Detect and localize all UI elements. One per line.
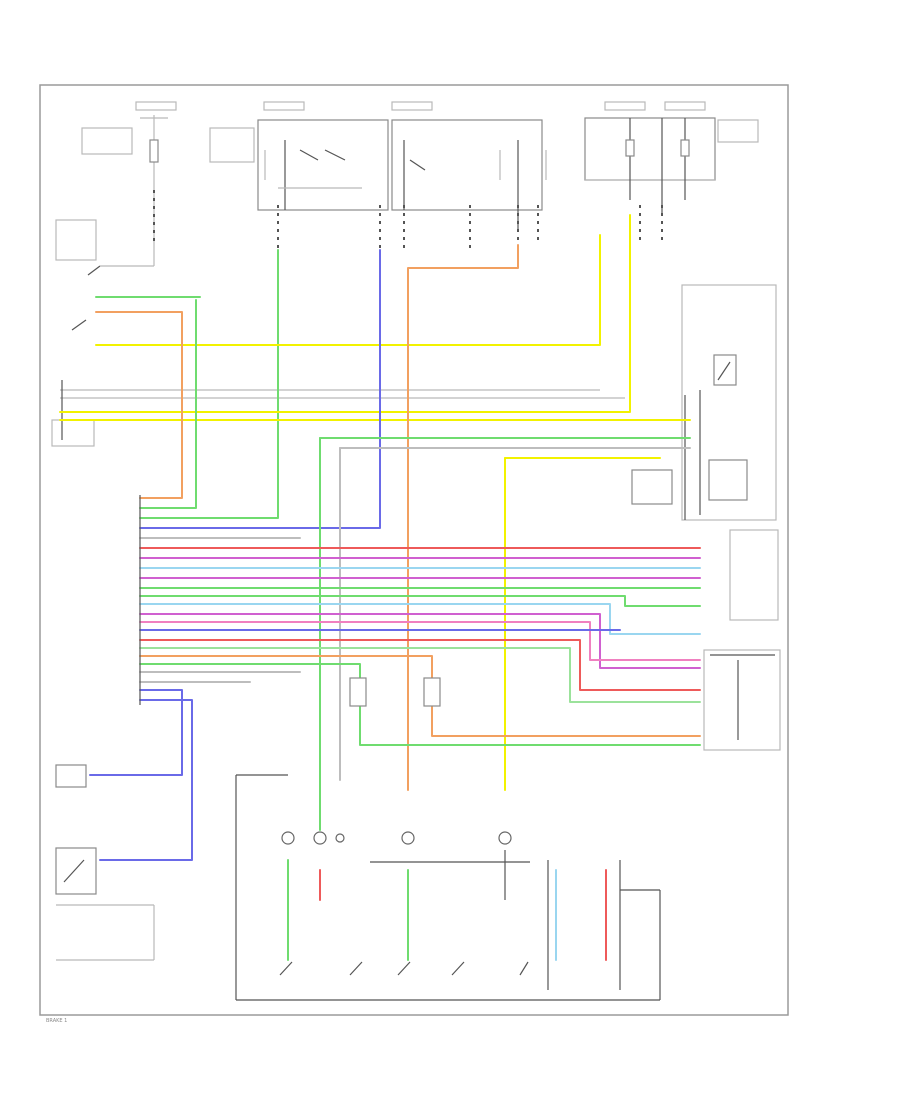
lower-module-switch: [55, 847, 97, 895]
diagram-frame: [39, 84, 789, 1016]
wire-blue-top: [139, 249, 381, 529]
wire-harness: [59, 214, 701, 861]
wire-yellow-1: [95, 234, 601, 346]
wire-green-top: [139, 249, 279, 519]
middle-components: [349, 677, 441, 707]
lower-module-left: [55, 764, 87, 788]
wire-blue-lower-2: [99, 699, 193, 861]
wire-row-pink: [139, 621, 701, 661]
fuse-block-group: [81, 101, 759, 250]
wire-row-lightgreen: [139, 647, 701, 703]
wire-row-red-2: [139, 639, 701, 691]
wire-row-violet-3: [139, 613, 701, 669]
lamp-1: [281, 831, 295, 845]
lamp-2: [313, 831, 327, 845]
wire-blue-lower-1: [89, 689, 183, 776]
wire-orange-switch: [95, 311, 183, 499]
wire-row-lightblue-2: [139, 603, 701, 635]
switch-area-left: [51, 219, 625, 447]
wire-yellow-2: [59, 214, 631, 413]
diagram-footer-label: BRAKE 1: [46, 1018, 67, 1024]
lower-section: [55, 764, 661, 1001]
right-modules: [631, 284, 781, 751]
wire-row-green-3: [139, 663, 701, 746]
relay-box-center: [257, 119, 389, 211]
lamp-4: [498, 831, 512, 845]
lamp-3: [401, 831, 415, 845]
wire-green-vert: [139, 299, 197, 509]
wire-row-green-2: [139, 595, 701, 607]
wire-orange-top: [407, 244, 519, 791]
